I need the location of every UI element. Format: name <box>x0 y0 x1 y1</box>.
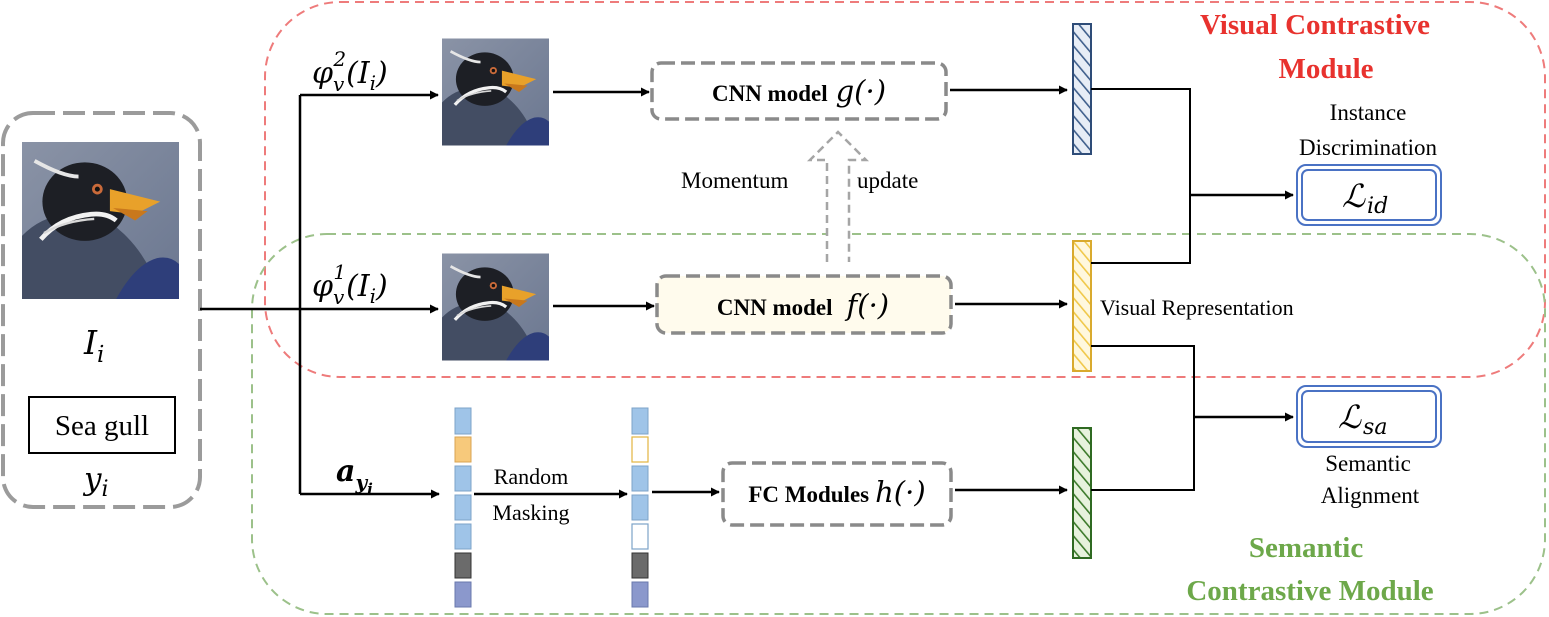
augmented-view1-image <box>442 252 549 362</box>
view2-label: φv2(Ii) <box>312 47 388 96</box>
id-loss-box <box>1296 164 1442 226</box>
visual-module-title-line2: Module <box>1278 53 1373 85</box>
input-image-label: Ii <box>83 323 104 368</box>
update-label: update <box>857 168 918 193</box>
view1-label: φv1(Ii) <box>312 260 388 309</box>
sa-caption-line2: Alignment <box>1321 483 1420 508</box>
sa-loss-box <box>1296 385 1442 448</box>
id-loss-symbol: ℒid <box>1342 177 1388 219</box>
sa-loss-symbol: ℒsa <box>1338 398 1387 440</box>
connector-f-to-sa <box>1091 345 1195 491</box>
class-name-box <box>28 396 176 454</box>
fc-modules-box <box>721 461 953 527</box>
visual-representation-label: Visual Representation <box>1100 295 1294 320</box>
semantic-module-title: Semantic <box>1249 532 1364 564</box>
semantic-contrastive-region <box>251 233 1546 615</box>
attribute-vector <box>454 407 472 608</box>
visual-representation-bar <box>1072 240 1092 372</box>
momentum-update-arrow <box>806 130 870 262</box>
id-caption-line1: Instance <box>1330 100 1407 125</box>
masked-attribute-vector <box>631 407 649 608</box>
masking-label-line1: Random <box>494 464 569 489</box>
input-bird-image <box>19 142 182 299</box>
masking-label-line2: Masking <box>493 500 570 525</box>
semantic-module-title-line2: Contrastive Module <box>1186 575 1433 607</box>
augmented-view2-image <box>442 37 549 147</box>
class-label: yi <box>82 461 109 502</box>
visual-module-title: Visual Contrastive <box>1200 9 1430 41</box>
id-caption-line2: Discrimination <box>1299 135 1437 160</box>
cnn-f-box <box>655 274 953 335</box>
connector-g-to-id <box>1091 88 1191 264</box>
class-name-text: Sea gull <box>55 410 149 442</box>
momentum-representation-bar <box>1072 23 1092 155</box>
semantic-representation-bar <box>1072 427 1092 559</box>
cnn-g-box <box>650 61 948 121</box>
attribute-label: ayi <box>336 454 373 498</box>
momentum-label: Momentum <box>681 168 788 193</box>
sa-caption-line1: Semantic <box>1325 451 1411 476</box>
